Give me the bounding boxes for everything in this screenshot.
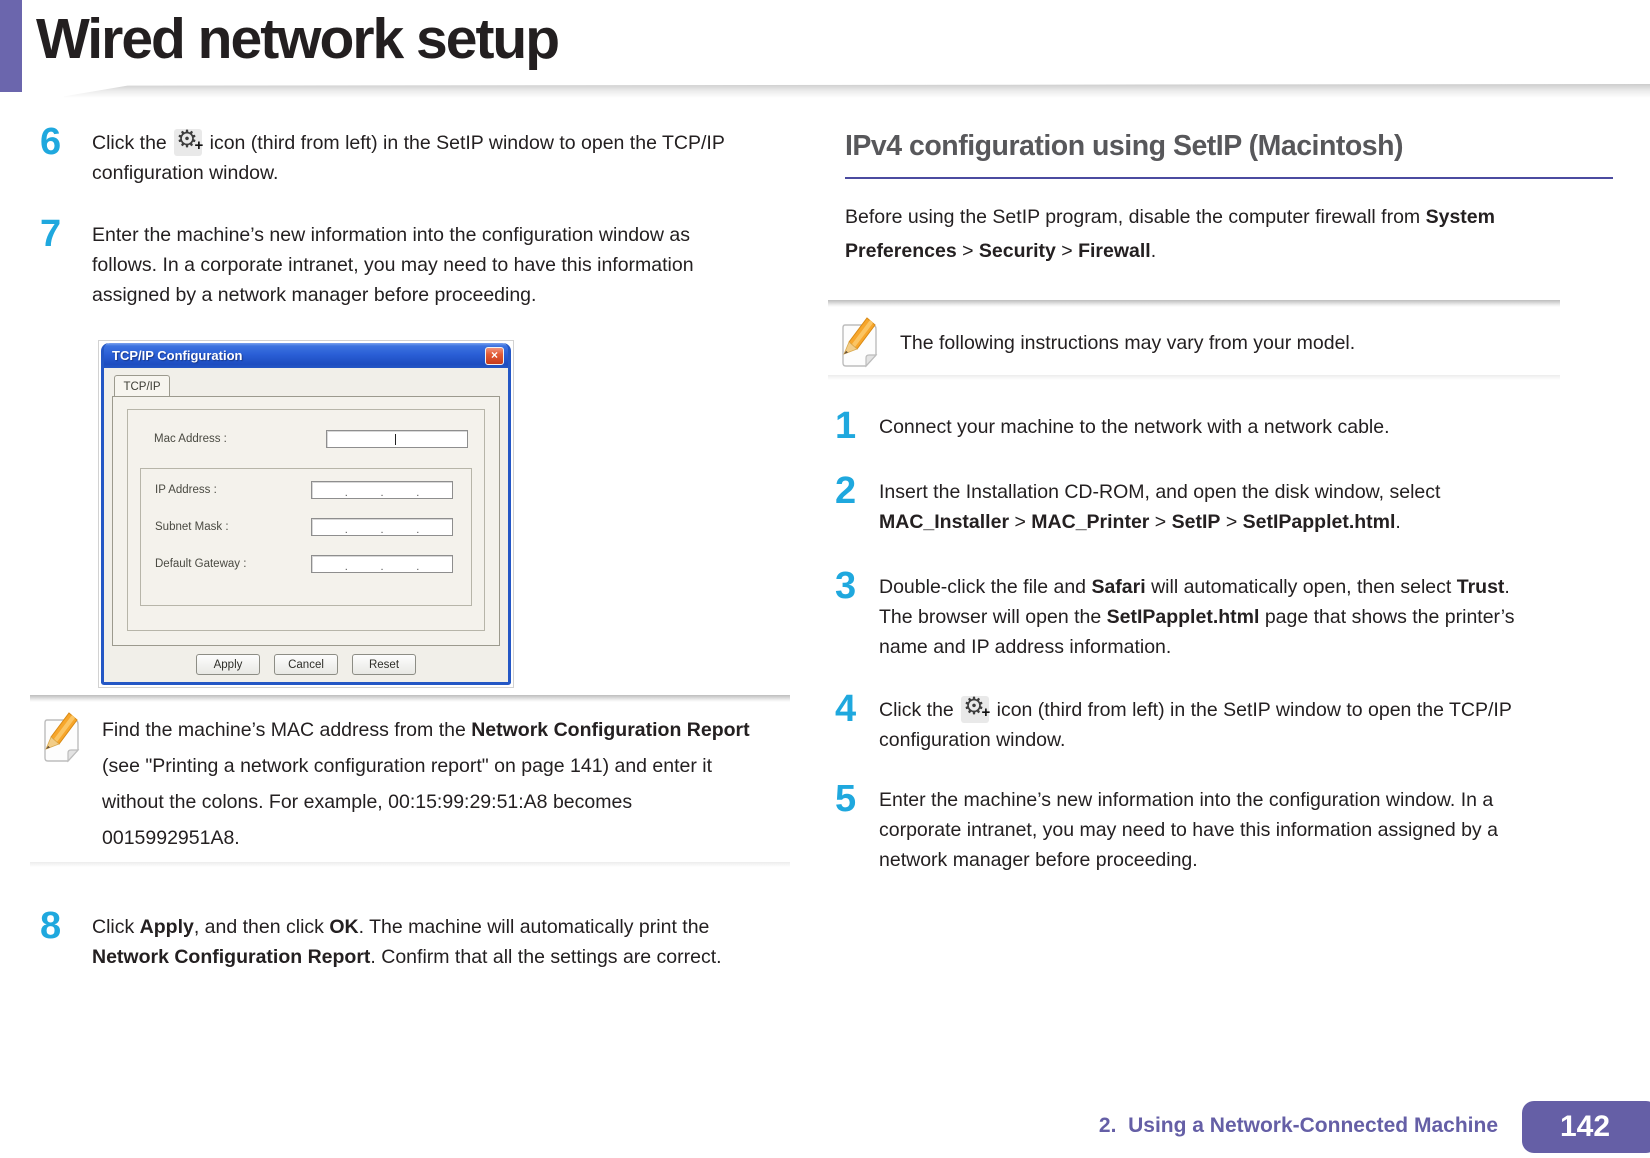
step-2: 2 Insert the Installation CD-ROM, and op…	[835, 472, 1613, 537]
step-number: 7	[40, 213, 62, 255]
apply-button: Apply	[196, 654, 260, 675]
reset-button: Reset	[352, 654, 416, 675]
tcpip-dialog-screenshot: TCP/IP Configuration TCP/IP Mac Address …	[98, 340, 514, 688]
mac-address-field	[326, 430, 468, 448]
step-1: 1 Connect your machine to the network wi…	[835, 407, 1613, 445]
gear-plus-icon: ⚙+	[961, 692, 991, 723]
default-gateway-label: Default Gateway :	[155, 558, 247, 570]
step-6: 6 Click the ⚙+ icon (third from left) in…	[40, 123, 752, 188]
dialog-titlebar: TCP/IP Configuration	[104, 343, 508, 368]
right-column: IPv4 configuration using SetIP (Macintos…	[828, 120, 1613, 1100]
step-text: Click the ⚙+ icon (third from left) in t…	[92, 125, 725, 184]
ip-address-field: ...	[311, 481, 453, 499]
title-accent-bar	[0, 0, 22, 92]
cancel-button: Cancel	[274, 654, 338, 675]
default-gateway-row: Default Gateway : ...	[141, 555, 471, 573]
dialog-title: TCP/IP Configuration	[112, 348, 243, 363]
ip-address-row: IP Address : ...	[141, 481, 471, 499]
tcpip-dialog-window: TCP/IP Configuration TCP/IP Mac Address …	[101, 343, 511, 685]
note-text: Find the machine’s MAC address from the …	[102, 719, 750, 849]
note-pencil-icon	[44, 712, 80, 763]
step-text: Enter the machine’s new information into…	[879, 789, 1498, 871]
step-text: Click the ⚙+ icon (third from left) in t…	[879, 692, 1512, 751]
page-number-badge: 142	[1522, 1101, 1650, 1153]
tab-tcpip: TCP/IP	[114, 375, 170, 397]
page-title: Wired network setup	[36, 7, 560, 71]
mac-address-label: Mac Address :	[154, 433, 227, 445]
step-text: Enter the machine’s new information into…	[92, 224, 694, 306]
note-top-border	[30, 695, 790, 702]
dialog-buttons: Apply Cancel Reset	[104, 654, 508, 675]
subnet-mask-field: ...	[311, 518, 453, 536]
step-number: 3	[835, 565, 857, 607]
mac-address-row: Mac Address :	[128, 430, 484, 448]
step-5: 5 Enter the machine’s new information in…	[835, 780, 1613, 875]
text-caret	[395, 434, 396, 445]
close-icon	[485, 346, 504, 365]
left-column: 6 Click the ⚙+ icon (third from left) in…	[30, 120, 795, 1100]
section-heading-rule	[845, 177, 1613, 179]
step-number: 2	[835, 470, 857, 512]
note-bottom-border	[30, 862, 790, 867]
subnet-mask-row: Subnet Mask : ...	[141, 518, 471, 536]
note-box-mac-address: Find the machine’s MAC address from the …	[30, 695, 790, 867]
step-text: Click Apply, and then click OK. The mach…	[92, 916, 722, 968]
note-text: The following instructions may vary from…	[900, 332, 1356, 354]
step-8: 8 Click Apply, and then click OK. The ma…	[40, 907, 752, 972]
footer-chapter-label: 2. Using a Network-Connected Machine	[1098, 1114, 1498, 1137]
section-intro: Before using the SetIP program, disable …	[845, 206, 1495, 262]
step-number: 1	[835, 405, 857, 447]
dialog-group-box: Mac Address : IP Address : ...	[127, 409, 485, 631]
section-heading: IPv4 configuration using SetIP (Macintos…	[845, 130, 1404, 162]
tab-page: Mac Address : IP Address : ...	[112, 396, 500, 646]
ip-group-box: IP Address : ... Subnet Mask : ...	[140, 468, 472, 606]
step-7: 7 Enter the machine’s new information in…	[40, 215, 752, 310]
dialog-body: TCP/IP Mac Address : IP Address : ...	[104, 368, 508, 682]
gear-plus-icon: ⚙+	[174, 125, 204, 156]
step-number: 6	[40, 121, 62, 163]
note-pencil-icon	[842, 317, 878, 368]
ip-address-label: IP Address :	[155, 484, 217, 496]
subnet-mask-label: Subnet Mask :	[155, 521, 229, 533]
step-number: 5	[835, 778, 857, 820]
step-number: 4	[835, 688, 857, 730]
header-divider	[64, 84, 1650, 98]
default-gateway-field: ...	[311, 555, 453, 573]
step-number: 8	[40, 905, 62, 947]
note-box-instructions: The following instructions may vary from…	[828, 300, 1560, 380]
step-text: Double-click the file and Safari will au…	[879, 576, 1515, 658]
step-text: Insert the Installation CD-ROM, and open…	[879, 481, 1441, 533]
step-3: 3 Double-click the file and Safari will …	[835, 567, 1613, 662]
step-4: 4 Click the ⚙+ icon (third from left) in…	[835, 690, 1613, 755]
note-top-border	[828, 300, 1560, 307]
step-text: Connect your machine to the network with…	[879, 416, 1390, 438]
note-bottom-border	[828, 375, 1560, 380]
